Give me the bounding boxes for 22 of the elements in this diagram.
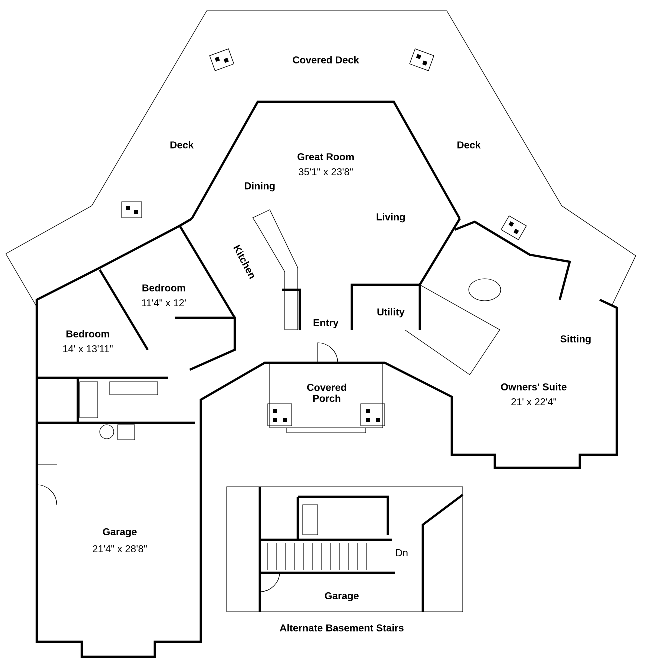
room-label: Garage	[103, 528, 137, 538]
room-label: Bedroom	[142, 284, 186, 292]
room-label: Deck	[170, 141, 194, 149]
inset-caption: Alternate Basement Stairs	[280, 624, 404, 632]
room-label: Deck	[458, 141, 481, 149]
room-label: Bedroom	[66, 330, 110, 338]
room-label: Utility	[378, 308, 405, 318]
room-label: Covered Porch	[307, 384, 346, 402]
room-label: Sitting	[560, 335, 591, 345]
room-label: Dining	[245, 182, 275, 192]
room-label: Living	[376, 213, 406, 223]
dimension-label: 14' x 13'11"	[64, 345, 113, 353]
room-label: Garage	[325, 592, 359, 602]
room-label: Great Room	[298, 153, 354, 161]
dimension-label: 35'1" x 23'8"	[298, 168, 353, 176]
dimension-label: 21' x 22'4"	[512, 398, 556, 406]
dimension-label: 21'4" x 28'8"	[93, 545, 147, 553]
room-label: Covered Deck	[293, 56, 360, 64]
dimension-label: 11'4" x 12'	[142, 300, 186, 306]
stair-label: Dn	[396, 550, 408, 556]
room-label: Entry	[314, 320, 339, 328]
room-label: Owners' Suite	[501, 383, 567, 391]
